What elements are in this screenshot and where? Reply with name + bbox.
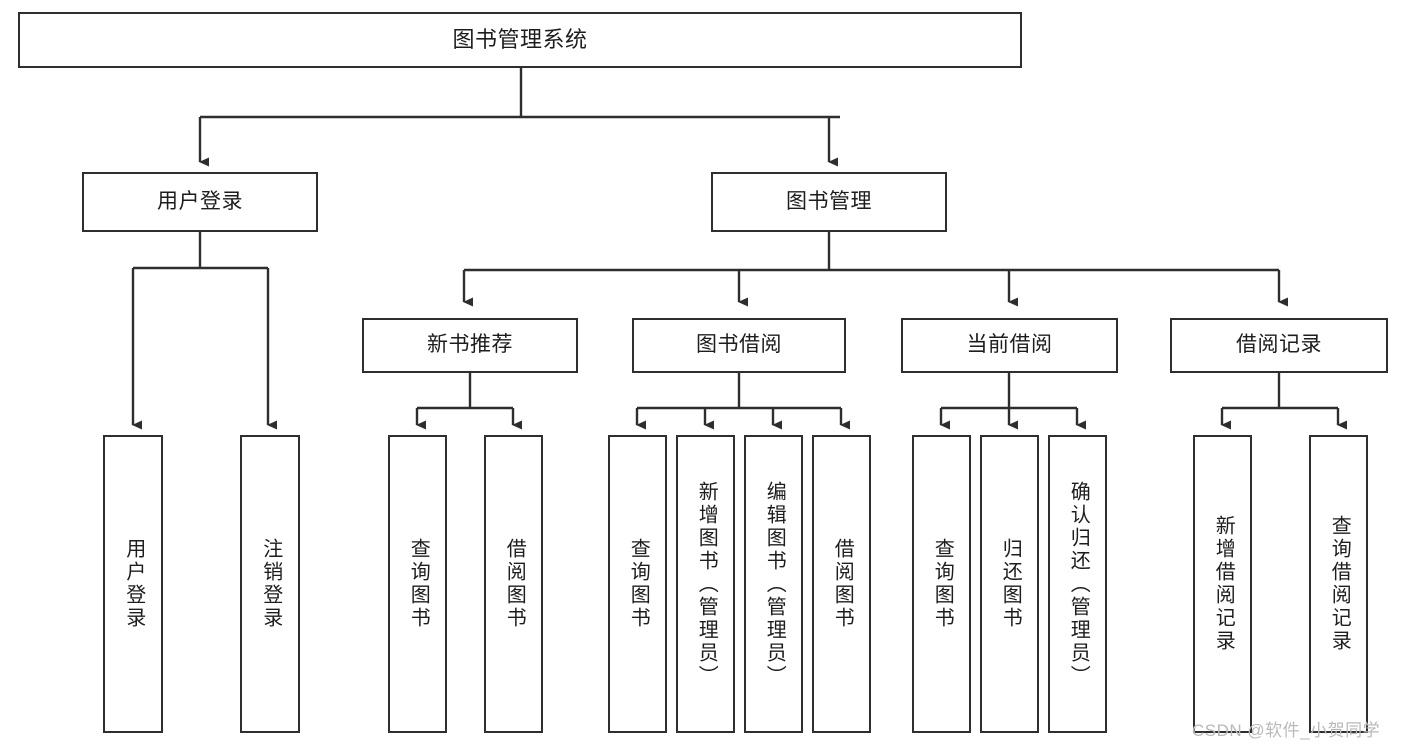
leaf-query-books-current-label: 查询图书	[931, 538, 954, 630]
csdn-watermark: CSDN @软件_小贺同学	[1192, 721, 1381, 740]
leaf-return-books-label: 归还图书	[999, 538, 1022, 630]
leaf-confirm-return-admin[interactable]: 确认归还（管理员）	[1048, 435, 1107, 733]
node-user-login[interactable]: 用户登录	[82, 172, 318, 232]
leaf-query-borrow-record[interactable]: 查询借阅记录	[1309, 435, 1368, 733]
leaf-borrow-books-recommend[interactable]: 借阅图书	[484, 435, 543, 733]
node-book-management-label: 图书管理	[786, 189, 872, 213]
node-book-borrowing[interactable]: 图书借阅	[632, 318, 846, 373]
leaf-query-books-borrowing[interactable]: 查询图书	[608, 435, 667, 733]
leaf-borrow-books-recommend-label: 借阅图书	[503, 538, 526, 630]
node-new-book-recommendation-label: 新书推荐	[427, 333, 513, 357]
leaf-logout-label: 注销登录	[259, 538, 282, 630]
node-borrow-records[interactable]: 借阅记录	[1170, 318, 1388, 373]
leaf-add-book-admin-label: 新增图书（管理员）	[695, 480, 718, 688]
leaf-query-books-borrowing-label: 查询图书	[627, 538, 650, 630]
leaf-return-books[interactable]: 归还图书	[980, 435, 1039, 733]
leaf-borrow-books-borrowing-label: 借阅图书	[831, 538, 854, 630]
leaf-edit-book-admin[interactable]: 编辑图书（管理员）	[744, 435, 803, 733]
leaf-add-borrow-record-label: 新增借阅记录	[1212, 515, 1235, 653]
node-book-management[interactable]: 图书管理	[711, 172, 947, 232]
leaf-add-borrow-record[interactable]: 新增借阅记录	[1193, 435, 1252, 733]
node-borrow-records-label: 借阅记录	[1236, 333, 1322, 357]
node-user-login-label: 用户登录	[157, 189, 243, 213]
leaf-query-books-current[interactable]: 查询图书	[912, 435, 971, 733]
leaf-user-login-label: 用户登录	[122, 538, 145, 630]
node-new-book-recommendation[interactable]: 新书推荐	[362, 318, 578, 373]
leaf-logout[interactable]: 注销登录	[240, 435, 300, 733]
leaf-borrow-books-borrowing[interactable]: 借阅图书	[812, 435, 871, 733]
leaf-confirm-return-admin-label: 确认归还（管理员）	[1067, 480, 1090, 688]
node-root-label: 图书管理系统	[452, 27, 588, 53]
leaf-query-borrow-record-label: 查询借阅记录	[1328, 515, 1351, 653]
leaf-query-books-recommend-label: 查询图书	[407, 538, 430, 630]
node-current-borrowing[interactable]: 当前借阅	[901, 318, 1118, 373]
leaf-edit-book-admin-label: 编辑图书（管理员）	[763, 480, 786, 688]
node-root[interactable]: 图书管理系统	[18, 12, 1022, 68]
node-current-borrowing-label: 当前借阅	[966, 333, 1053, 357]
leaf-user-login[interactable]: 用户登录	[103, 435, 163, 733]
leaf-add-book-admin[interactable]: 新增图书（管理员）	[676, 435, 735, 733]
leaf-query-books-recommend[interactable]: 查询图书	[388, 435, 447, 733]
node-book-borrowing-label: 图书借阅	[696, 333, 782, 357]
